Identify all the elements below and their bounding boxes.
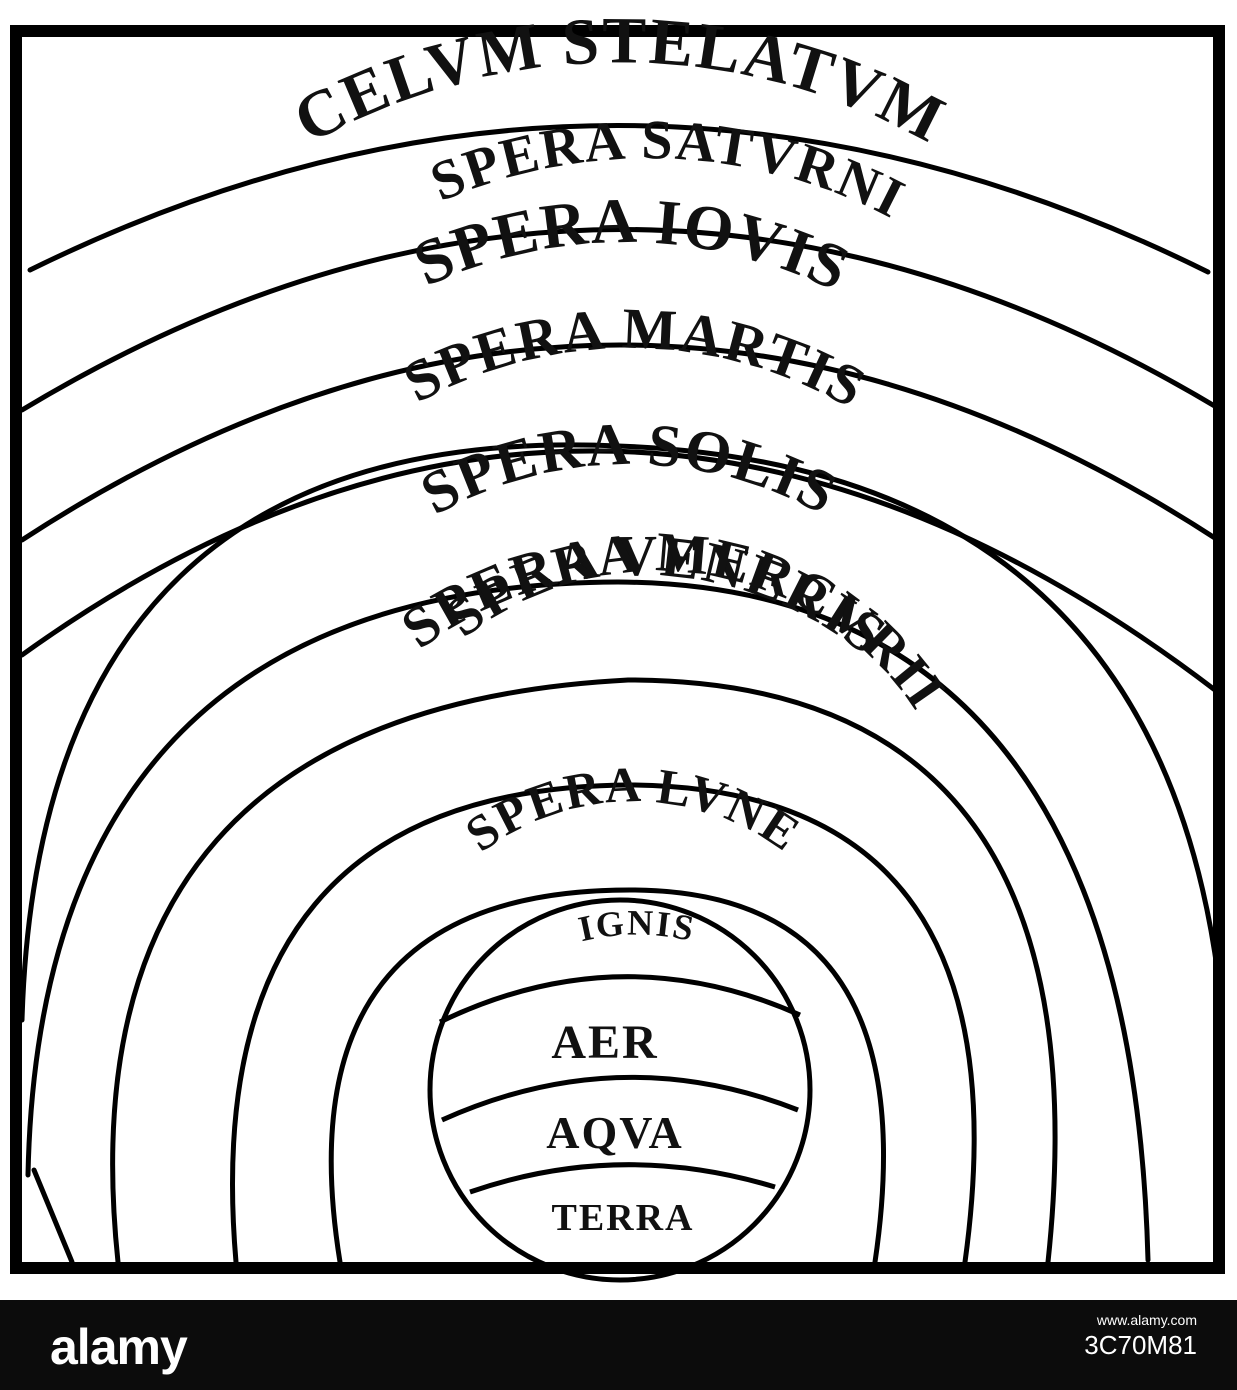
element-label-aqua: AQVA (546, 1107, 684, 1158)
arc-7 (110, 677, 1058, 1265)
arc-10 (31, 1167, 75, 1265)
element-label-aer: AER (551, 1016, 658, 1069)
aqua-terra-border (469, 1162, 776, 1195)
arc-3 (19, 342, 1221, 543)
alamy-logo: alamy (50, 1319, 188, 1375)
ignis-aer-border (438, 974, 802, 1025)
element-label-ignis: IGNIS (575, 902, 699, 949)
arc-1 (27, 123, 1211, 275)
cosmos-diagram: CELVM STELATVM SPERA SATVRNI SPERA IOVIS… (10, 4, 1225, 1283)
arc-4 (19, 448, 1218, 693)
arc-9 (328, 887, 887, 1265)
sphere-label-martis: SPERA MARTIS (393, 295, 877, 420)
earth-globe (427, 897, 813, 1283)
arc-6 (25, 579, 1151, 1263)
footer-site: www.alamy.com (1096, 1312, 1197, 1328)
watermark-footer: alamy www.alamy.com 3C70M81 (0, 1300, 1237, 1390)
sphere-label-lune: SPERA LVNE (455, 756, 811, 862)
frame (10, 25, 1225, 1274)
arc-8 (230, 782, 977, 1265)
arc-5 (19, 442, 1221, 1023)
image-id-block: www.alamy.com 3C70M81 (1084, 1312, 1197, 1361)
footer-image-id: 3C70M81 (1084, 1330, 1197, 1360)
aer-aqua-border (440, 1074, 799, 1123)
element-label-terra: TERRA (551, 1197, 694, 1239)
arc-2 (19, 227, 1221, 413)
diagram-stage: CELVM STELATVM SPERA SATVRNI SPERA IOVIS… (10, 4, 1225, 1283)
sphere-label-solis: SPERA SOLIS (410, 411, 848, 527)
